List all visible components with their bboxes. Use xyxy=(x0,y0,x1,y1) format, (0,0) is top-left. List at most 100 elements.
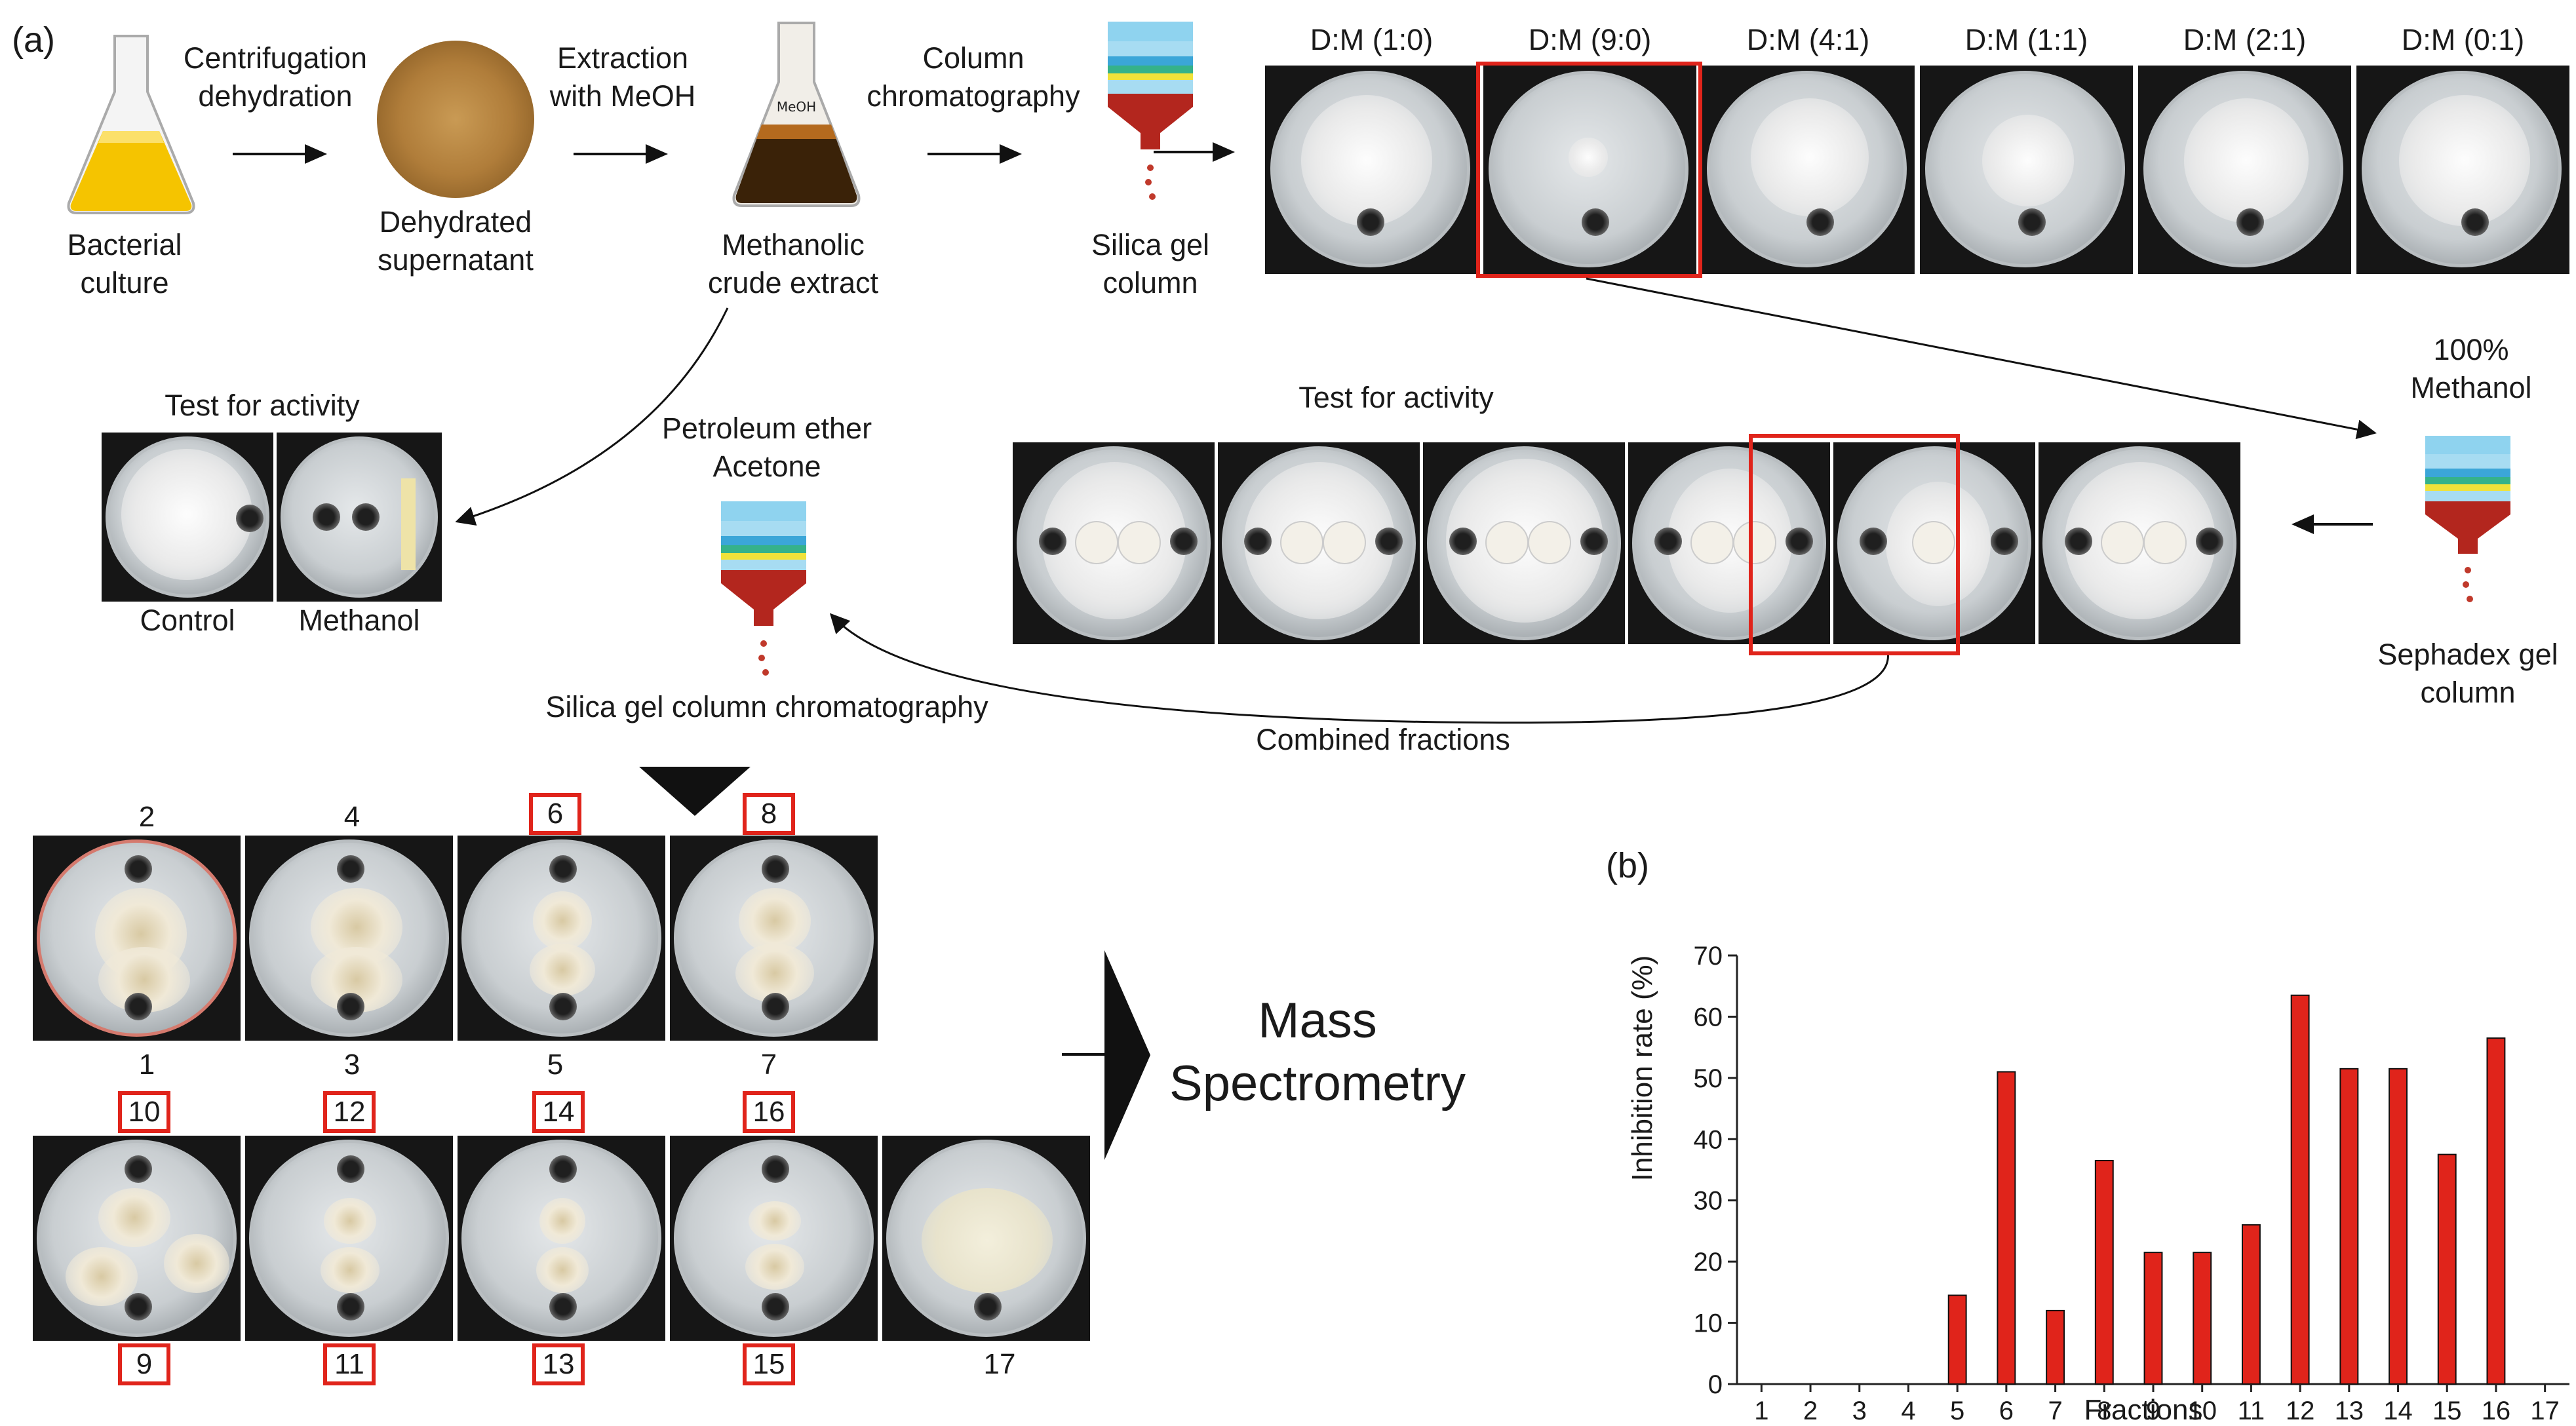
test-activity-right: Test for activity xyxy=(1298,381,1494,414)
methanol-plate xyxy=(277,433,442,602)
fraction-number-highlighted: 11 xyxy=(323,1343,376,1385)
silica-column-icon xyxy=(1108,22,1193,200)
arrow-2 xyxy=(574,144,668,164)
arrow-4 xyxy=(1154,142,1235,162)
chart-x-tick-label: 17 xyxy=(2530,1397,2560,1425)
sephadex-highlight-frame xyxy=(1749,434,1960,655)
chart-x-tick-label: 14 xyxy=(2383,1397,2413,1425)
chart-bar xyxy=(2094,1159,2114,1385)
sephadex-plate-5 xyxy=(1833,442,2035,644)
mass-spec-arrow-icon xyxy=(1104,950,1150,1160)
down-triangle-icon xyxy=(639,767,751,816)
dm-plates-strip xyxy=(1265,66,2569,275)
flask-meoh-text: MeOH xyxy=(777,99,816,115)
fraction-plate-11-12 xyxy=(245,1136,453,1341)
dm-highlight-frame xyxy=(1476,62,1702,278)
chart-x-tick-label: 9 xyxy=(2146,1397,2160,1425)
test-activity-left: Test for activity xyxy=(165,389,360,422)
fraction-number-highlighted: 15 xyxy=(743,1343,795,1385)
sephadex-plates-strip xyxy=(1013,442,2258,646)
chart-x-tick-label: 13 xyxy=(2335,1397,2364,1425)
dm-label-5: D:M (2:1) xyxy=(2183,23,2307,56)
fraction-number: 5 xyxy=(547,1049,564,1081)
pct-methanol-label: 100%Methanol xyxy=(2410,333,2532,404)
chart-y-tick-label: 30 xyxy=(1694,1187,1723,1216)
petroleum-column-icon xyxy=(721,501,806,676)
fraction-plate-13-14 xyxy=(458,1136,665,1341)
dm-label-4: D:M (1:1) xyxy=(1964,23,2088,56)
chart-bar xyxy=(1947,1294,1967,1385)
chart-bar xyxy=(2437,1153,2457,1385)
chart-x-tick-label: 8 xyxy=(2097,1397,2111,1425)
chart-bar xyxy=(2486,1037,2506,1385)
arrow-sephadex-left xyxy=(2292,514,2373,534)
chart-x-tick-label: 7 xyxy=(2048,1397,2062,1425)
fraction-number: 4 xyxy=(343,801,361,833)
fraction-number: 1 xyxy=(138,1049,155,1081)
chart-bars xyxy=(1947,994,2506,1385)
sephadex-plate-6 xyxy=(2039,442,2240,644)
arrow-1 xyxy=(233,144,327,164)
chart-y-tick-label: 40 xyxy=(1694,1125,1723,1154)
chart-x-axis-label: Fractions xyxy=(2084,1394,2203,1426)
chart-x-tick-label: 10 xyxy=(2187,1397,2217,1425)
fraction-number: 3 xyxy=(343,1049,361,1081)
chart-y-tick-label: 50 xyxy=(1694,1064,1723,1093)
fraction-plate-3-4 xyxy=(245,836,453,1041)
chart-y-tick-label: 10 xyxy=(1694,1309,1723,1338)
chart-bar xyxy=(2290,994,2310,1385)
connector-curves xyxy=(455,277,2377,724)
fraction-plate-5-6 xyxy=(458,836,665,1041)
sephadex-plate-3 xyxy=(1423,442,1625,644)
fraction-number-highlighted: 14 xyxy=(532,1091,585,1133)
dm-plate-2 xyxy=(1483,66,1696,274)
fraction-number-highlighted: 12 xyxy=(323,1091,376,1133)
dm-label-2: D:M (9:0) xyxy=(1528,23,1652,56)
chart-x-tick-label: 16 xyxy=(2482,1397,2511,1425)
chart-bar xyxy=(2389,1068,2408,1385)
fraction-number-highlighted: 8 xyxy=(743,793,795,835)
fraction-number-highlighted: 16 xyxy=(743,1091,795,1133)
fraction-number: 7 xyxy=(760,1049,777,1081)
control-plate xyxy=(102,433,273,602)
fraction-number-highlighted: 13 xyxy=(532,1343,585,1385)
dm-plate-3 xyxy=(1702,66,1915,274)
dm-label-3: D:M (4:1) xyxy=(1746,23,1870,56)
chart-y-tick-label: 70 xyxy=(1694,942,1723,971)
dm-plate-6 xyxy=(2356,66,2569,274)
fraction-plate-17 xyxy=(882,1136,1090,1341)
label-control: Control xyxy=(140,604,235,637)
chart-x-tick-label: 1 xyxy=(1754,1397,1768,1425)
fraction-plates-row-1 xyxy=(33,836,885,1042)
dm-plate-4 xyxy=(1920,66,2133,274)
chart-y-axis-label: Inhibition rate (%) xyxy=(1626,955,1658,1182)
fraction-number: 2 xyxy=(138,801,155,833)
bacterial-culture-flask-icon xyxy=(67,35,195,214)
chart-bar xyxy=(1997,1071,2016,1385)
chart-y-tick-label: 0 xyxy=(1708,1370,1723,1399)
label-methanol: Methanol xyxy=(298,604,420,637)
chart-bar xyxy=(2143,1252,2163,1385)
dehydrated-supernatant-dish-icon xyxy=(377,41,534,198)
silica-chromatography-label: Silica gel column chromatography xyxy=(545,690,988,723)
chart-bar xyxy=(2241,1224,2261,1385)
chart-x-tick-label: 15 xyxy=(2432,1397,2462,1425)
fraction-number-highlighted: 6 xyxy=(529,793,581,835)
fraction-plate-7-8 xyxy=(670,836,878,1041)
sephadex-plate-1 xyxy=(1013,442,1215,644)
methanol-flask-icon: MeOH xyxy=(732,22,861,207)
fraction-number: 17 xyxy=(983,1348,1016,1380)
fraction-plate-9-10 xyxy=(33,1136,241,1341)
chart-x-tick-label: 5 xyxy=(1950,1397,1964,1425)
chart-x-tick-label: 6 xyxy=(1999,1397,2014,1425)
chart-x-tick-label: 4 xyxy=(1901,1397,1915,1425)
arrow-3 xyxy=(927,144,1022,164)
fraction-plate-15-16 xyxy=(670,1136,878,1341)
